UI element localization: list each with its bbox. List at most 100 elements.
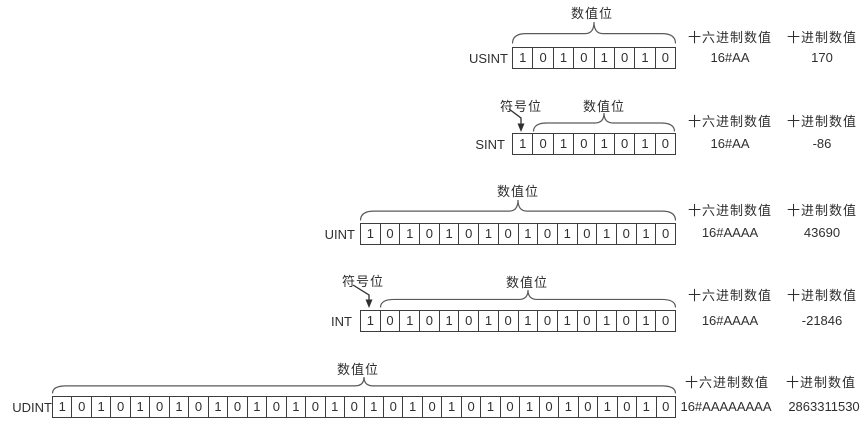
bit-cell: 1 — [168, 396, 190, 418]
value-bits-brace — [512, 21, 676, 44]
dec-value: -86 — [812, 136, 832, 151]
bit-cell: 0 — [655, 223, 676, 245]
bit-cell: 1 — [90, 396, 112, 418]
bit-cell: 0 — [344, 396, 365, 418]
bit-cell: 1 — [596, 310, 617, 332]
value-bits-label: 数值位 — [570, 6, 614, 21]
bit-cell: 1 — [129, 396, 151, 418]
bit-cell: 1 — [360, 310, 381, 332]
hex-header: 十六进制数值 — [687, 30, 773, 45]
bit-cell: 0 — [460, 396, 482, 418]
bit-cell: 0 — [538, 396, 560, 418]
bit-cell: 0 — [613, 133, 636, 155]
value-bits-label: 数值位 — [496, 184, 540, 199]
type-label: UDINT — [12, 400, 52, 415]
dec-header: 十进制数值 — [785, 375, 857, 390]
bit-cell: 0 — [266, 396, 287, 418]
bit-cell: 0 — [497, 310, 519, 332]
bit-cell: 0 — [532, 133, 554, 155]
bit-cell: 1 — [402, 396, 423, 418]
type-label: UINT — [324, 227, 355, 242]
bit-cell: 1 — [285, 396, 307, 418]
hex-value: 16#AAAAAAAA — [680, 399, 772, 414]
bit-cell: 0 — [188, 396, 209, 418]
bit-cell: 1 — [207, 396, 229, 418]
dec-value: 2863311530 — [788, 399, 860, 414]
bit-cell: 1 — [596, 223, 617, 245]
bit-cell: 0 — [655, 396, 676, 418]
dec-header: 十进制数值 — [786, 203, 858, 218]
hex-value: 16#AAAA — [701, 313, 759, 328]
bit-cell: 1 — [552, 47, 575, 69]
bit-cell: 1 — [593, 47, 615, 69]
bit-cell: 0 — [577, 396, 599, 418]
bit-cell: 0 — [497, 223, 519, 245]
value-bits-label: 数值位 — [582, 99, 626, 114]
bit-cell: 0 — [573, 47, 595, 69]
hex-header: 十六进制数值 — [687, 203, 773, 218]
bit-cell: 1 — [246, 396, 268, 418]
bit-cell: 0 — [616, 396, 638, 418]
bit-cell: 1 — [558, 396, 579, 418]
bit-cell: 1 — [438, 310, 460, 332]
sign-bit-arrow-icon — [508, 108, 525, 132]
value-bits-label: 数值位 — [336, 362, 380, 377]
bit-cell: 0 — [71, 396, 92, 418]
hex-value: 16#AA — [710, 50, 750, 65]
bit-cell: 0 — [537, 310, 558, 332]
bit-cell: 1 — [324, 396, 346, 418]
type-label: SINT — [475, 137, 505, 152]
bit-cell: 1 — [478, 223, 499, 245]
hex-header: 十六进制数值 — [687, 114, 773, 129]
bit-cell: 1 — [634, 133, 656, 155]
bit-cell: 0 — [499, 396, 521, 418]
bit-cell: 0 — [615, 223, 637, 245]
bit-cell: 1 — [597, 396, 618, 418]
type-label: INT — [331, 314, 352, 329]
sign-bit-label: 符号位 — [341, 274, 385, 289]
value-bits-label: 数值位 — [505, 275, 549, 290]
type-label: USINT — [469, 51, 508, 66]
dec-value: 43690 — [803, 225, 841, 240]
bit-cell: 1 — [360, 223, 381, 245]
dec-header: 十进制数值 — [786, 30, 858, 45]
hex-header: 十六进制数值 — [687, 288, 773, 303]
bit-cell: 0 — [382, 396, 404, 418]
bit-cell: 0 — [654, 47, 676, 69]
bit-cell: 1 — [438, 223, 460, 245]
sign-bit-arrow-icon — [352, 284, 373, 308]
bit-cell: 0 — [305, 396, 326, 418]
bit-cell: 1 — [635, 310, 657, 332]
hex-value: 16#AAAA — [701, 225, 759, 240]
hex-header: 十六进制数值 — [684, 375, 770, 390]
bit-cell: 1 — [635, 223, 657, 245]
bit-cell: 1 — [399, 223, 421, 245]
dec-value: -21846 — [801, 313, 843, 328]
bit-cell: 1 — [399, 310, 421, 332]
bit-cell: 1 — [519, 396, 540, 418]
bit-cell: 1 — [478, 310, 499, 332]
bit-cell: 0 — [532, 47, 554, 69]
bit-cell: 0 — [654, 133, 676, 155]
bit-cell: 1 — [593, 133, 615, 155]
dec-header: 十进制数值 — [786, 288, 858, 303]
value-bits-brace — [380, 289, 676, 308]
bit-cell: 1 — [480, 396, 501, 418]
bit-cell: 0 — [537, 223, 558, 245]
bit-cell: 1 — [512, 133, 534, 155]
bit-cell: 0 — [576, 223, 598, 245]
bit-cell: 0 — [613, 47, 636, 69]
dec-value: 170 — [811, 50, 833, 65]
dec-header: 十进制数值 — [786, 114, 858, 129]
bit-cell: 0 — [576, 310, 598, 332]
bit-cell: 1 — [634, 47, 656, 69]
hex-value: 16#AA — [710, 136, 750, 151]
bit-cell: 1 — [556, 310, 578, 332]
bit-cell: 0 — [615, 310, 637, 332]
bit-cell: 0 — [573, 133, 595, 155]
